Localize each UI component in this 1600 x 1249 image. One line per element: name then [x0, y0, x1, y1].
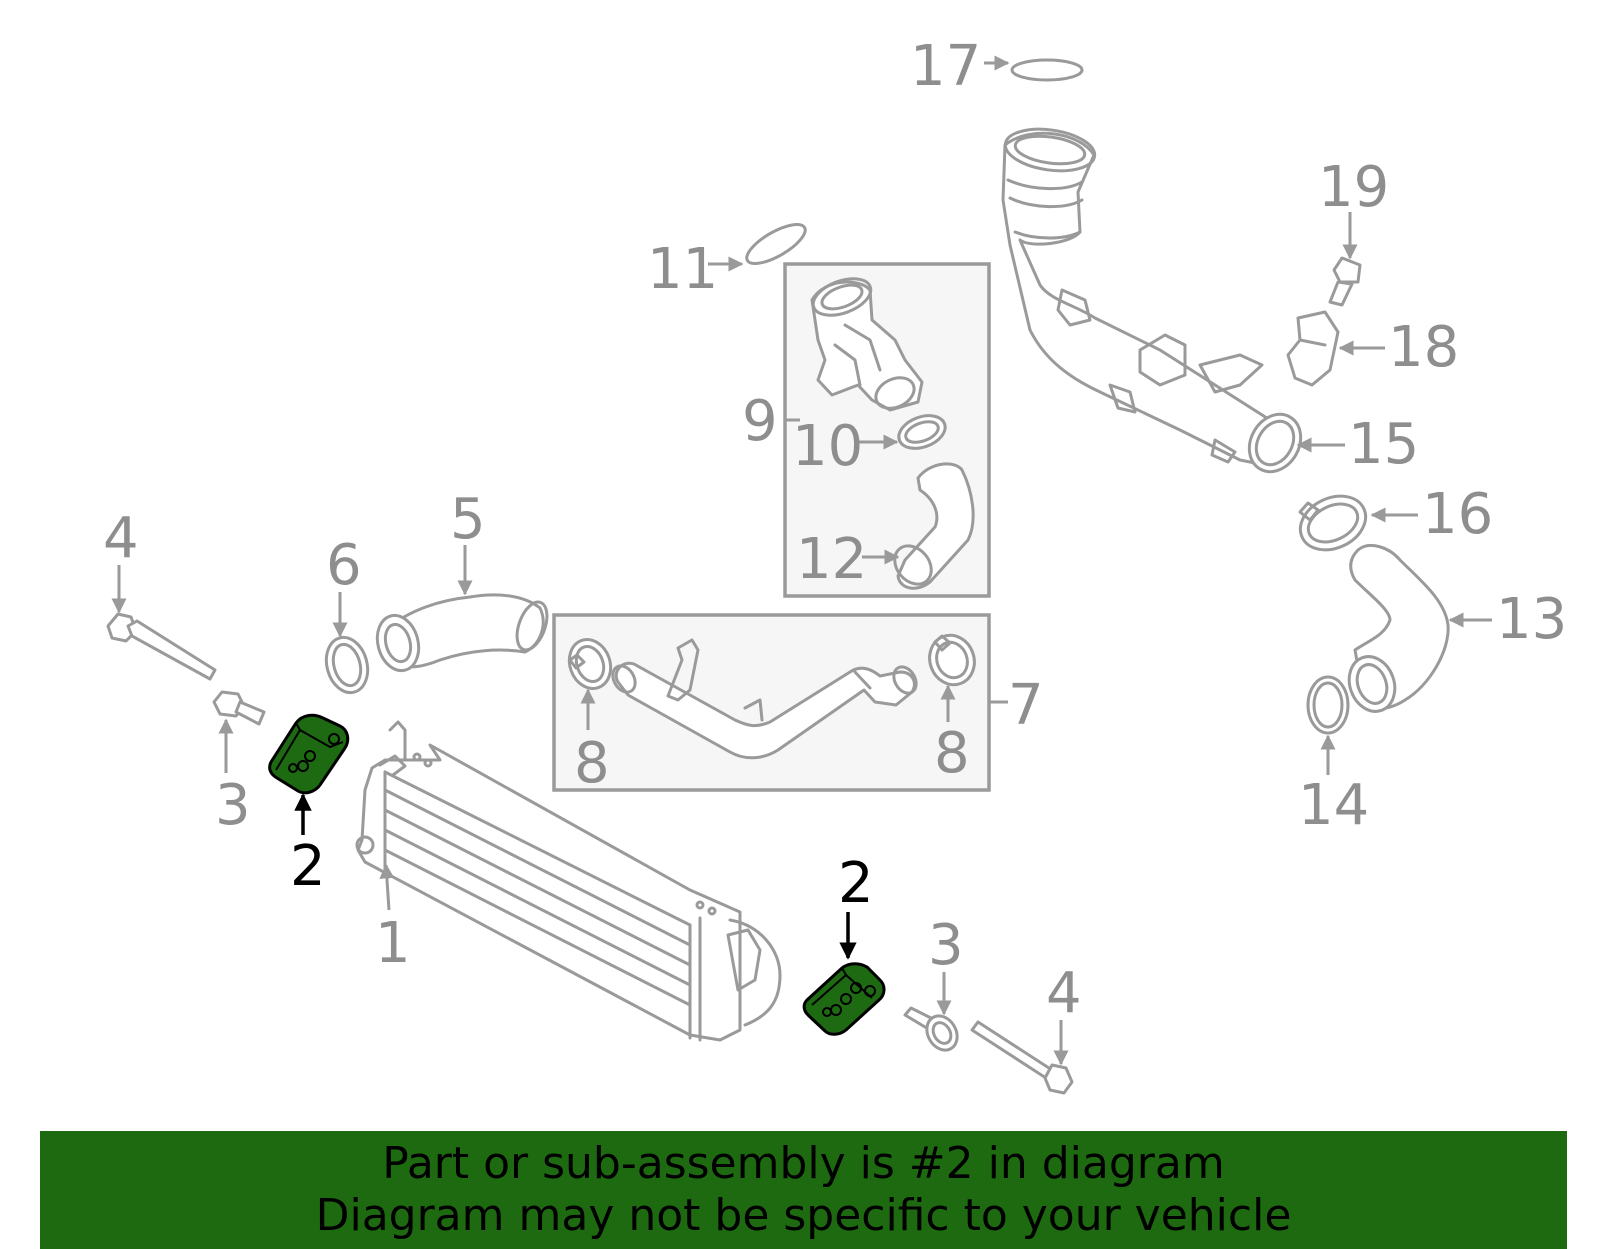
part-17-o-ring[interactable] [1010, 58, 1084, 82]
part-19-bolt[interactable] [1328, 256, 1362, 307]
callout-11: 11 [647, 237, 718, 302]
callout-18: 18 [1388, 315, 1459, 380]
info-banner: Part or sub-assembly is #2 in diagram Di… [40, 1131, 1567, 1249]
part-4-bolt-left[interactable] [106, 612, 217, 681]
callout-8-right: 8 [934, 721, 970, 786]
part-5-hose[interactable] [371, 593, 552, 675]
part-3-stud-left[interactable] [212, 690, 266, 726]
callout-4-right: 4 [1046, 961, 1082, 1026]
part-4-bolt-right[interactable] [970, 1020, 1074, 1095]
part-16-clamp[interactable] [1292, 486, 1375, 560]
part-2-mount-right[interactable] [802, 962, 886, 1036]
callout-15: 15 [1348, 412, 1419, 477]
part-3-stud-right[interactable] [903, 1006, 963, 1056]
part-9-adapter[interactable] [808, 272, 924, 414]
callout-2-left: 2 [290, 834, 326, 899]
part-12-hose[interactable] [887, 462, 975, 591]
callout-12: 12 [796, 527, 867, 592]
part-7-pipe[interactable] [608, 638, 920, 760]
callout-5: 5 [450, 487, 486, 552]
part-18-bracket[interactable] [1286, 310, 1340, 387]
part-11-o-ring[interactable] [741, 217, 810, 271]
subassembly-box-7 [552, 613, 991, 792]
callout-16: 16 [1422, 482, 1493, 547]
part-6-o-ring[interactable] [320, 633, 373, 697]
part-1-intercooler[interactable] [355, 720, 782, 1042]
part-15-intake-tube[interactable] [1001, 124, 1311, 481]
part-13-hose[interactable] [1342, 544, 1450, 717]
callout-19: 19 [1318, 155, 1389, 220]
callout-1: 1 [375, 911, 411, 976]
banner-line-1: Part or sub-assembly is #2 in diagram [382, 1138, 1225, 1189]
callout-13: 13 [1496, 587, 1567, 652]
callout-2-right: 2 [838, 851, 874, 916]
callout-8-left: 8 [574, 731, 610, 796]
callout-9: 9 [742, 389, 778, 454]
callout-14: 14 [1298, 773, 1369, 838]
callout-4-left: 4 [103, 506, 139, 571]
callout-7: 7 [1008, 673, 1044, 738]
part-2-mount-left[interactable] [268, 713, 350, 795]
callout-3-right: 3 [928, 913, 964, 978]
part-10-clamp[interactable] [894, 410, 949, 455]
callout-3-left: 3 [215, 773, 251, 838]
banner-line-2: Diagram may not be specific to your vehi… [315, 1190, 1292, 1241]
callout-labels: 17 11 19 18 15 16 13 14 9 10 12 7 8 8 5 … [103, 34, 1567, 1026]
callout-6: 6 [326, 533, 362, 598]
part-8-clamp-right[interactable] [923, 629, 981, 691]
part-8-clamp-left[interactable] [563, 634, 618, 695]
leader-lines [111, 55, 1492, 1066]
callout-10: 10 [792, 414, 863, 479]
callout-17: 17 [910, 34, 981, 99]
part-14-o-ring[interactable] [1306, 675, 1350, 735]
